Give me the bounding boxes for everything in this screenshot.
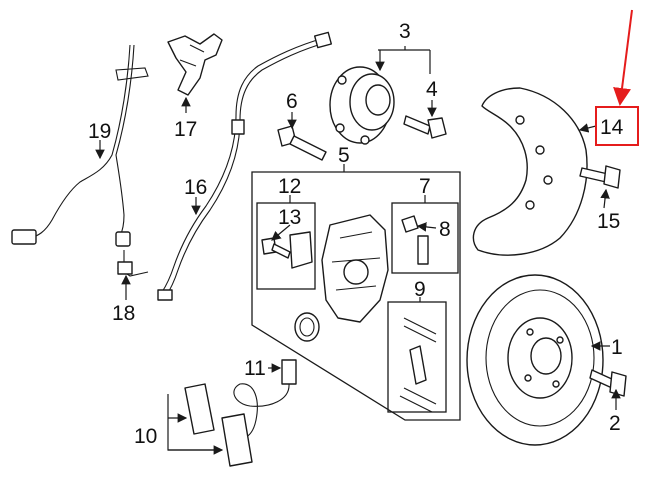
callout-11: 11	[244, 357, 266, 380]
box-12-bracket-kit	[256, 202, 316, 290]
callout-18: 18	[112, 302, 135, 325]
callout-13: 13	[278, 206, 301, 229]
box-9-hardware-kit	[387, 301, 447, 413]
part-4-bolt	[403, 115, 447, 139]
part-1-brake-rotor	[466, 274, 604, 446]
box-5-caliper-assembly	[251, 171, 461, 421]
callout-8: 8	[439, 218, 451, 241]
callout-14: 14	[600, 116, 624, 139]
part-10-brake-pads	[184, 383, 253, 467]
leader-lines	[95, 46, 621, 455]
o-ring	[294, 312, 320, 342]
part-9-pad-hardware	[399, 317, 437, 413]
part-19-sensor-harness	[11, 44, 149, 277]
callout-labels: 1 2 3 4 5 6 7 8 9 10 11 12 13 14 15 16 1…	[88, 20, 624, 448]
brake-caliper	[321, 214, 389, 323]
part-15-bolt	[579, 165, 621, 189]
highlight-box-14	[595, 106, 639, 146]
part-8-bleeder	[401, 215, 429, 265]
callout-9: 9	[414, 278, 426, 301]
callout-1: 1	[611, 336, 623, 359]
callout-3: 3	[399, 20, 411, 43]
part-16-brake-hose	[157, 31, 333, 301]
callout-6: 6	[286, 90, 298, 113]
callout-16: 16	[184, 176, 207, 199]
callout-15: 15	[597, 210, 620, 233]
part-3-wheel-hub	[329, 66, 395, 145]
callout-17: 17	[174, 118, 197, 141]
callout-12: 12	[278, 175, 301, 198]
part-14-splash-shield	[472, 87, 588, 256]
callout-4: 4	[426, 78, 438, 101]
part-11-wear-sensor	[225, 359, 297, 440]
callout-2: 2	[609, 412, 621, 435]
part-13-bracket-bolt	[261, 231, 313, 269]
highlight-14	[595, 9, 639, 146]
callout-5: 5	[338, 144, 350, 167]
callout-7: 7	[419, 175, 431, 198]
part-6-bolt	[277, 125, 327, 161]
callout-19: 19	[88, 120, 111, 143]
callout-10: 10	[134, 425, 157, 448]
part-17-bracket	[167, 33, 223, 96]
